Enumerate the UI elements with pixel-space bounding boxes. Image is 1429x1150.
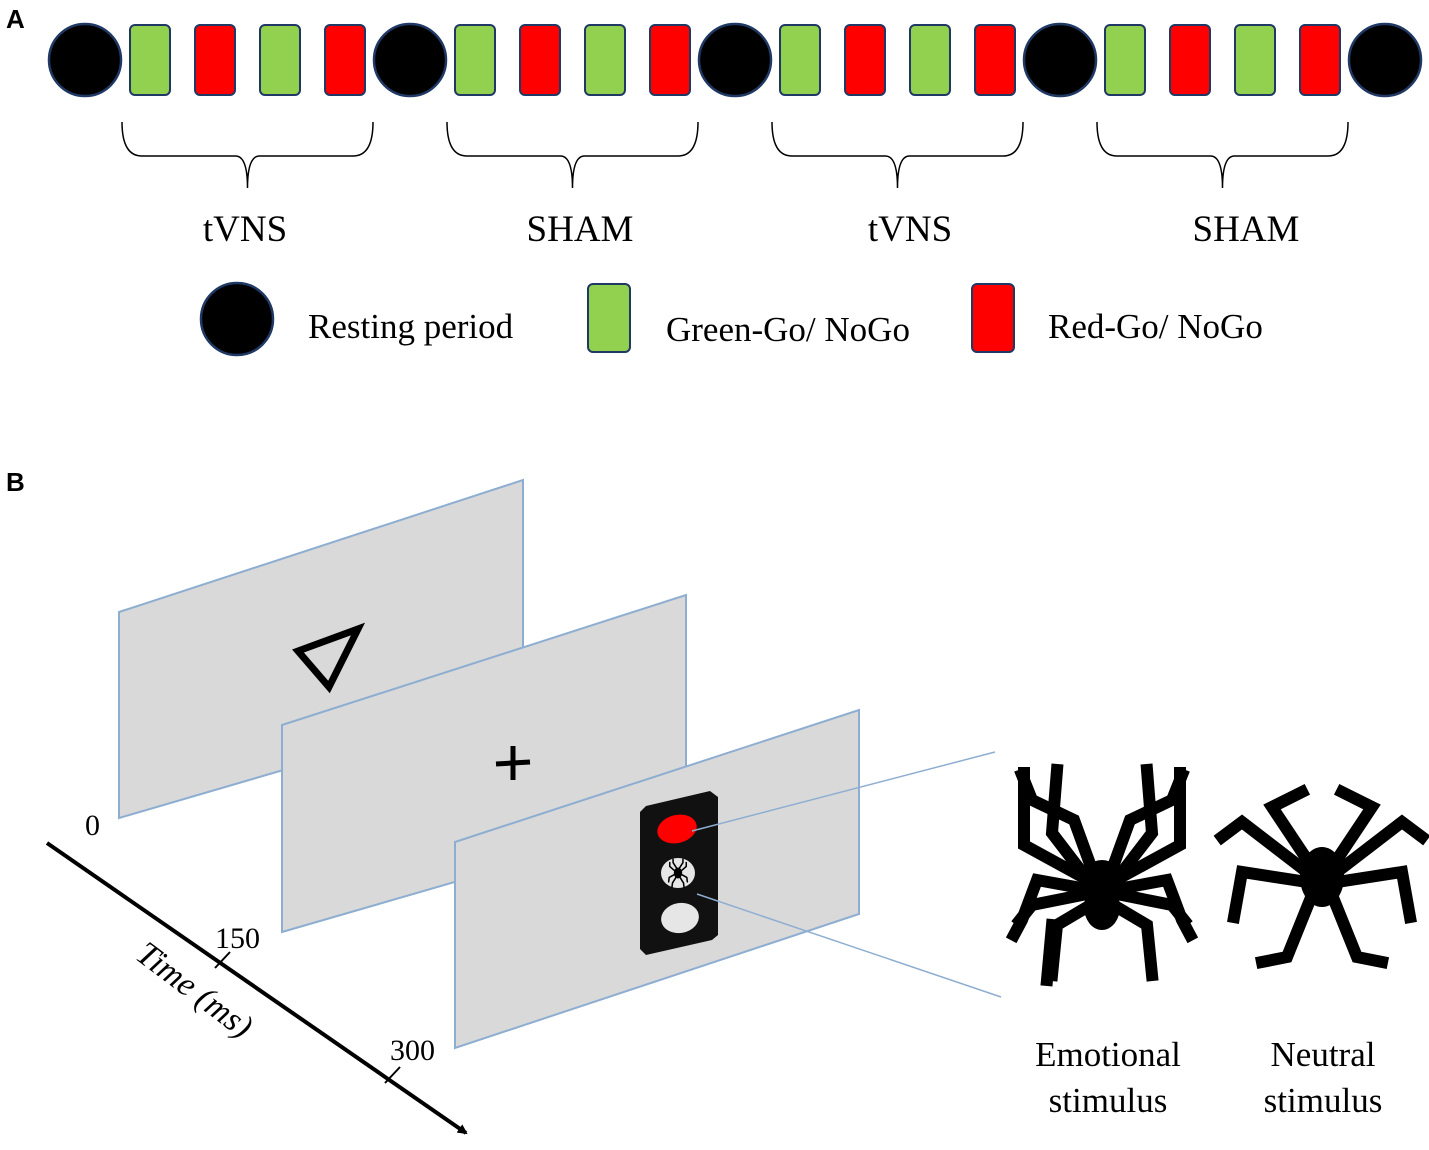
green-go-nogo-block xyxy=(454,24,496,96)
group-label-3: tVNS xyxy=(868,209,952,250)
time-tick-300 xyxy=(384,1066,401,1084)
group-brace xyxy=(121,121,374,189)
green-go-nogo-block xyxy=(1234,24,1276,96)
legend-red-label: Red-Go/ NoGo xyxy=(1048,307,1263,346)
legend-green-swatch xyxy=(587,283,631,353)
legend-red-swatch xyxy=(971,283,1015,353)
emotional-spider-icon xyxy=(1005,763,1199,987)
neutral-label-line1: Neutral xyxy=(1271,1035,1376,1074)
panel-b-label: B xyxy=(6,467,25,497)
green-go-nogo-block xyxy=(584,24,626,96)
green-go-nogo-block xyxy=(259,24,301,96)
emotional-label-line1: Emotional xyxy=(1035,1035,1181,1074)
red-go-nogo-block xyxy=(1299,24,1341,96)
time-tick-150 xyxy=(214,951,231,969)
group-label-4: SHAM xyxy=(1193,209,1300,250)
group-labels: tVNS SHAM tVNS SHAM xyxy=(203,209,1300,250)
block-sequence xyxy=(47,22,1423,98)
red-go-nogo-block xyxy=(649,24,691,96)
resting-period-block xyxy=(372,22,448,98)
green-go-nogo-block xyxy=(1104,24,1146,96)
zoom-line-lower xyxy=(696,893,1002,998)
mini-spider-icon xyxy=(667,858,689,889)
red-go-nogo-block xyxy=(844,24,886,96)
neutral-label-line2: stimulus xyxy=(1264,1081,1383,1120)
red-light-icon xyxy=(657,814,697,844)
tick-label-300: 300 xyxy=(390,1034,435,1067)
resting-period-block xyxy=(1022,22,1098,98)
resting-period-block xyxy=(697,22,773,98)
condition-braces xyxy=(121,121,1349,189)
tick-label-150: 150 xyxy=(215,922,260,955)
legend-green-label: Green-Go/ NoGo xyxy=(666,310,910,349)
emotional-label-line2: stimulus xyxy=(1049,1081,1168,1120)
group-label-1: tVNS xyxy=(203,209,287,250)
red-go-nogo-block xyxy=(519,24,561,96)
triangle-cue-icon xyxy=(292,622,366,694)
lower-light-icon xyxy=(661,902,699,934)
fixation-cross-icon xyxy=(495,746,531,780)
zoom-line-upper xyxy=(691,751,996,832)
red-go-nogo-block xyxy=(194,24,236,96)
time-axis-line xyxy=(45,841,468,1135)
legend: Resting period Green-Go/ NoGo Red-Go/ No… xyxy=(199,281,1263,357)
legend-rest-label: Resting period xyxy=(308,307,514,346)
tick-label-0: 0 xyxy=(85,809,100,842)
resting-period-block xyxy=(1347,22,1423,98)
resting-period-block xyxy=(47,22,123,98)
green-go-nogo-block xyxy=(909,24,951,96)
legend-rest-swatch xyxy=(199,281,275,357)
red-go-nogo-block xyxy=(324,24,366,96)
group-brace xyxy=(771,121,1024,189)
red-go-nogo-block xyxy=(974,24,1016,96)
stimulus-labels: Emotional stimulus Neutral stimulus xyxy=(1035,1035,1382,1120)
neutral-spider-icon xyxy=(1213,783,1429,970)
zoom-lines xyxy=(691,751,1002,998)
green-go-nogo-block xyxy=(129,24,171,96)
screen-stimulus xyxy=(454,708,860,1050)
red-go-nogo-block xyxy=(1169,24,1211,96)
green-go-nogo-block xyxy=(779,24,821,96)
group-brace xyxy=(446,121,699,189)
group-label-2: SHAM xyxy=(527,209,634,250)
group-brace xyxy=(1096,121,1349,189)
panel-a-label: A xyxy=(6,4,25,34)
